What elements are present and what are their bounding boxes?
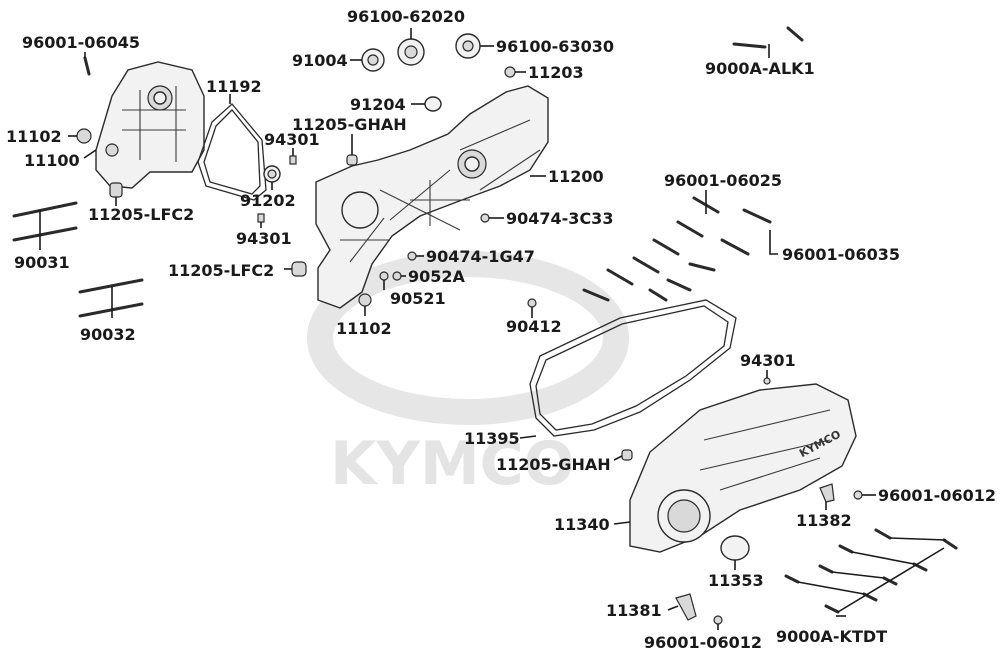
label-11353: 11353 <box>708 571 764 590</box>
washer-90474-1g47 <box>407 251 417 261</box>
gasket-11395 <box>529 299 737 437</box>
washer-90412 <box>527 298 537 308</box>
label-90521: 90521 <box>390 289 446 308</box>
bolt-96001-06012-bot <box>713 615 723 625</box>
bearing-96100-63030 <box>455 33 481 59</box>
gasket-11192 <box>197 103 267 201</box>
bolt-group-9000a-ktdt <box>784 528 958 614</box>
label-11395: 11395 <box>464 429 520 448</box>
label-11382: 11382 <box>796 511 852 530</box>
label-94301-top: 94301 <box>264 130 320 149</box>
bracket-11381 <box>675 593 697 621</box>
bushing-11102-mid <box>358 293 372 307</box>
bearing-96100-62020 <box>397 38 425 66</box>
pin-94301-top <box>289 155 297 165</box>
label-11205-lfc2-mid: 11205-LFC2 <box>168 261 274 280</box>
label-91204: 91204 <box>350 95 406 114</box>
label-96100-63030: 96100-63030 <box>496 37 614 56</box>
label-96001-06035: 96001-06035 <box>782 245 900 264</box>
bolt-96001-06012-right <box>853 490 863 500</box>
label-9000a-ktdt: 9000A-KTDT <box>776 627 887 646</box>
part-labels: 96001-06045 96100-62020 91004 96100-6303… <box>6 7 996 652</box>
label-11205-ghah-top: 11205-GHAH <box>292 115 407 134</box>
label-11192: 11192 <box>206 77 262 96</box>
washer-90521 <box>379 271 389 281</box>
bracket-11382 <box>819 483 835 503</box>
label-11200: 11200 <box>548 167 604 186</box>
washer-9052a <box>392 271 402 281</box>
pin-94301-mid <box>257 213 265 223</box>
label-9052a: 9052A <box>408 267 466 286</box>
label-11340: 11340 <box>554 515 610 534</box>
watermark: KYMCO <box>307 251 629 499</box>
label-90031: 90031 <box>14 253 70 272</box>
studs-90031 <box>12 201 78 242</box>
label-90032: 90032 <box>80 325 136 344</box>
dowel-11205-lfc2-left <box>109 182 123 198</box>
label-90412: 90412 <box>506 317 562 336</box>
dowel-11205-ghah-top <box>346 154 358 166</box>
transmission-cover-11340: KYMCO <box>629 383 857 553</box>
dowel-11205-ghah-bot <box>621 449 633 461</box>
label-90474-1g47: 90474-1G47 <box>426 247 535 266</box>
label-94301-mid: 94301 <box>236 229 292 248</box>
dowel-11205-lfc2-mid <box>291 261 307 277</box>
label-11205-lfc2-left: 11205-LFC2 <box>88 205 194 224</box>
bolt-96001-06045 <box>83 56 91 76</box>
label-11102-mid: 11102 <box>336 319 392 338</box>
seal-91204 <box>424 96 442 112</box>
watermark-text: KYMCO <box>330 429 575 499</box>
label-96001-06012-bot: 96001-06012 <box>644 633 762 652</box>
cap-11353 <box>720 535 750 561</box>
pin-94301-right <box>763 377 771 385</box>
label-96100-62020: 96100-62020 <box>347 7 465 26</box>
leader-lines <box>39 28 876 630</box>
label-9000a-alk1: 9000A-ALK1 <box>705 59 815 78</box>
label-11203: 11203 <box>528 63 584 82</box>
left-crankcase <box>95 61 205 189</box>
seal-11203 <box>504 66 516 78</box>
studs-90032 <box>78 278 144 318</box>
label-94301-right: 94301 <box>740 351 796 370</box>
washer-90474-3c33 <box>480 213 490 223</box>
label-11381: 11381 <box>606 601 662 620</box>
label-90474-3c33: 90474-3C33 <box>506 209 613 228</box>
bushing-11102-left <box>76 128 92 144</box>
label-91004: 91004 <box>292 51 348 70</box>
bearing-91004 <box>361 48 385 72</box>
label-11205-ghah-bot: 11205-GHAH <box>496 455 611 474</box>
label-96001-06025: 96001-06025 <box>664 171 782 190</box>
label-91202: 91202 <box>240 191 296 210</box>
main-crankcase <box>315 85 549 309</box>
label-96001-06045: 96001-06045 <box>22 33 140 52</box>
label-11102-left: 11102 <box>6 127 62 146</box>
bolts-9000a-alk1 <box>732 26 804 49</box>
label-11100: 11100 <box>24 151 80 170</box>
label-96001-06012-right: 96001-06012 <box>878 486 996 505</box>
bolt-group-96001-06035 <box>720 208 772 256</box>
